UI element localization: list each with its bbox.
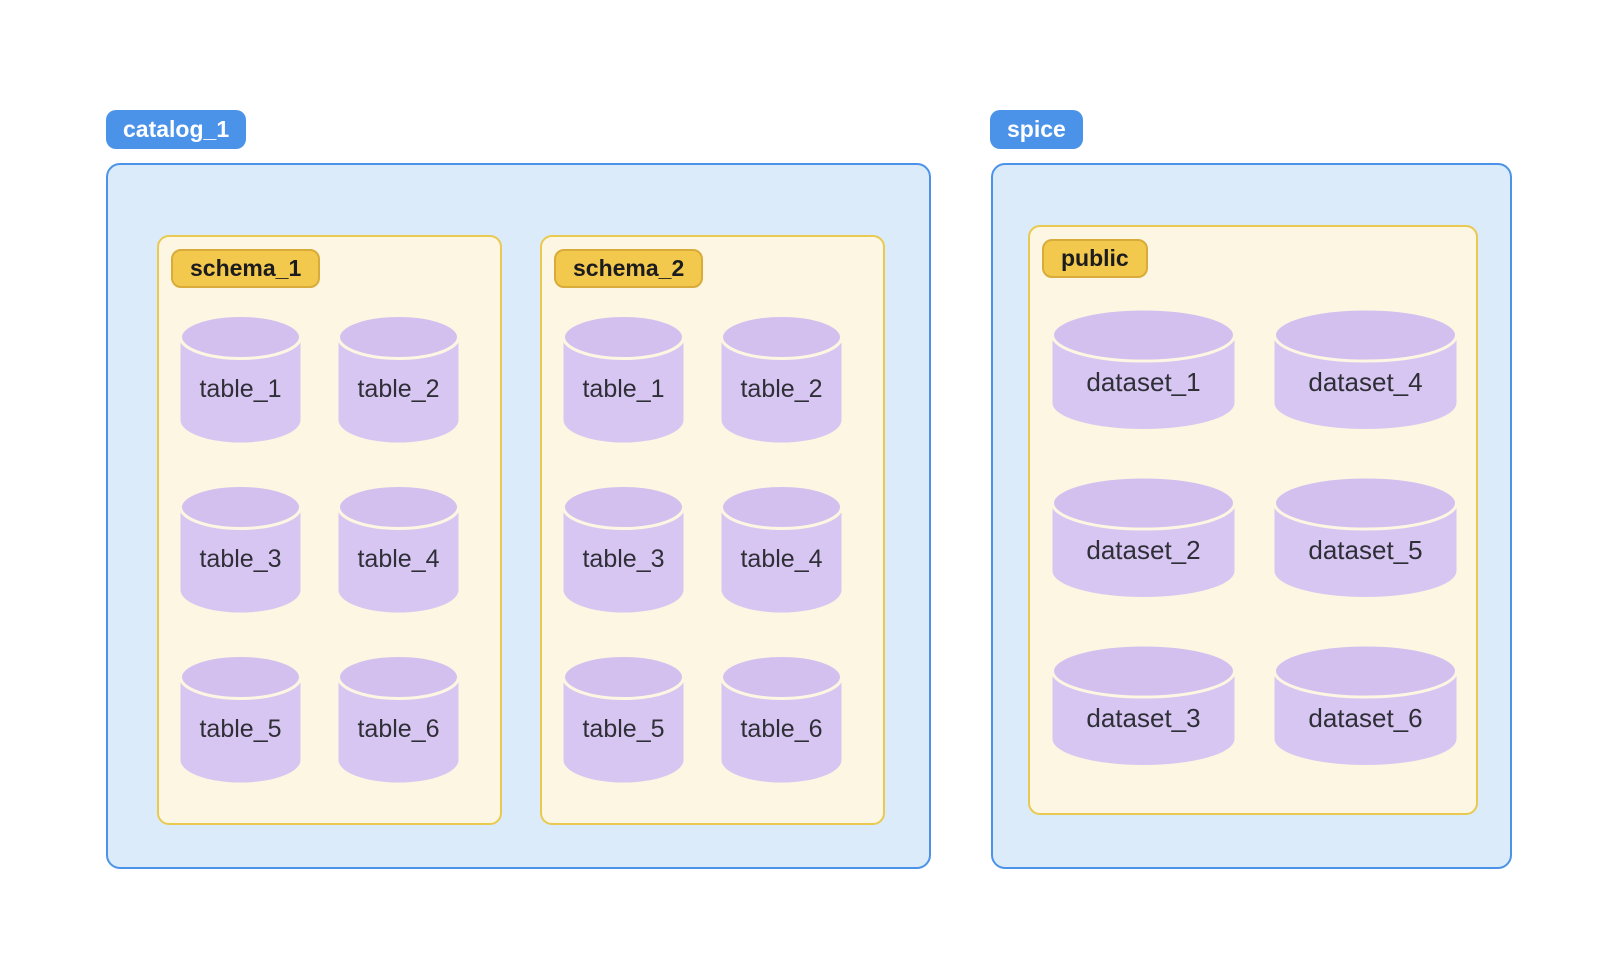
- table-label: table_4: [357, 544, 440, 573]
- dataset-cylinder: dataset_1: [1051, 307, 1236, 431]
- database-cylinder-icon: [1051, 307, 1236, 429]
- schema-1-tables: table_1 table_2 table_3: [179, 314, 500, 784]
- table-label: table_3: [199, 544, 282, 573]
- table-cylinder: table_5: [179, 654, 302, 784]
- database-cylinder-icon: [562, 314, 685, 443]
- database-cylinder-icon: [1273, 643, 1458, 765]
- public-box: public dataset_1 dataset_4: [1028, 225, 1478, 815]
- database-cylinder-icon: [1051, 475, 1236, 597]
- spice-badge: spice: [990, 110, 1083, 149]
- database-cylinder-icon: [337, 484, 460, 613]
- dataset-label: dataset_3: [1086, 702, 1201, 733]
- database-cylinder-icon: [562, 654, 685, 783]
- table-label: table_5: [582, 714, 665, 743]
- database-cylinder-icon: [179, 314, 302, 443]
- catalog-1-container: schema_1 table_1 table_2: [106, 163, 931, 869]
- dataset-cylinder: dataset_2: [1051, 475, 1236, 599]
- database-cylinder-icon: [179, 654, 302, 783]
- schema-2-tables: table_1 table_2 table_3: [562, 314, 883, 784]
- database-cylinder-icon: [720, 314, 843, 443]
- table-cylinder: table_1: [179, 314, 302, 444]
- database-cylinder-icon: [1273, 307, 1458, 429]
- table-cylinder: table_2: [720, 314, 843, 444]
- table-cylinder: table_6: [720, 654, 843, 784]
- table-label: table_2: [357, 374, 440, 403]
- table-label: table_5: [199, 714, 282, 743]
- table-cylinder: table_6: [337, 654, 460, 784]
- table-label: table_1: [199, 374, 282, 403]
- public-badge: public: [1042, 239, 1148, 278]
- dataset-label: dataset_2: [1086, 534, 1201, 565]
- dataset-cylinder: dataset_3: [1051, 643, 1236, 767]
- schema-1-badge: schema_1: [171, 249, 321, 288]
- database-cylinder-icon: [720, 484, 843, 613]
- database-cylinder-icon: [337, 654, 460, 783]
- schema-2-box: schema_2 table_1 table_2: [540, 235, 885, 825]
- table-label: table_2: [740, 374, 823, 403]
- table-label: table_4: [740, 544, 823, 573]
- database-cylinder-icon: [179, 484, 302, 613]
- dataset-label: dataset_5: [1308, 534, 1423, 565]
- table-cylinder: table_5: [562, 654, 685, 784]
- database-cylinder-icon: [720, 654, 843, 783]
- dataset-cylinder: dataset_6: [1273, 643, 1458, 767]
- database-cylinder-icon: [1273, 475, 1458, 597]
- spice-container: public dataset_1 dataset_4: [991, 163, 1512, 869]
- table-label: table_6: [357, 714, 440, 743]
- table-label: table_1: [582, 374, 665, 403]
- table-label: table_3: [582, 544, 665, 573]
- dataset-label: dataset_1: [1086, 366, 1201, 397]
- table-cylinder: table_4: [337, 484, 460, 614]
- database-cylinder-icon: [562, 484, 685, 613]
- table-label: table_6: [740, 714, 823, 743]
- dataset-label: dataset_6: [1308, 702, 1423, 733]
- dataset-cylinder: dataset_5: [1273, 475, 1458, 599]
- database-cylinder-icon: [1051, 643, 1236, 765]
- table-cylinder: table_2: [337, 314, 460, 444]
- dataset-label: dataset_4: [1308, 366, 1423, 397]
- table-cylinder: table_4: [720, 484, 843, 614]
- dataset-cylinder: dataset_4: [1273, 307, 1458, 431]
- table-cylinder: table_3: [562, 484, 685, 614]
- catalog-1-badge: catalog_1: [106, 110, 247, 149]
- schema-1-box: schema_1 table_1 table_2: [157, 235, 502, 825]
- table-cylinder: table_3: [179, 484, 302, 614]
- database-cylinder-icon: [337, 314, 460, 443]
- public-datasets: dataset_1 dataset_4 dataset_2: [1051, 307, 1476, 767]
- table-cylinder: table_1: [562, 314, 685, 444]
- schema-2-badge: schema_2: [554, 249, 704, 288]
